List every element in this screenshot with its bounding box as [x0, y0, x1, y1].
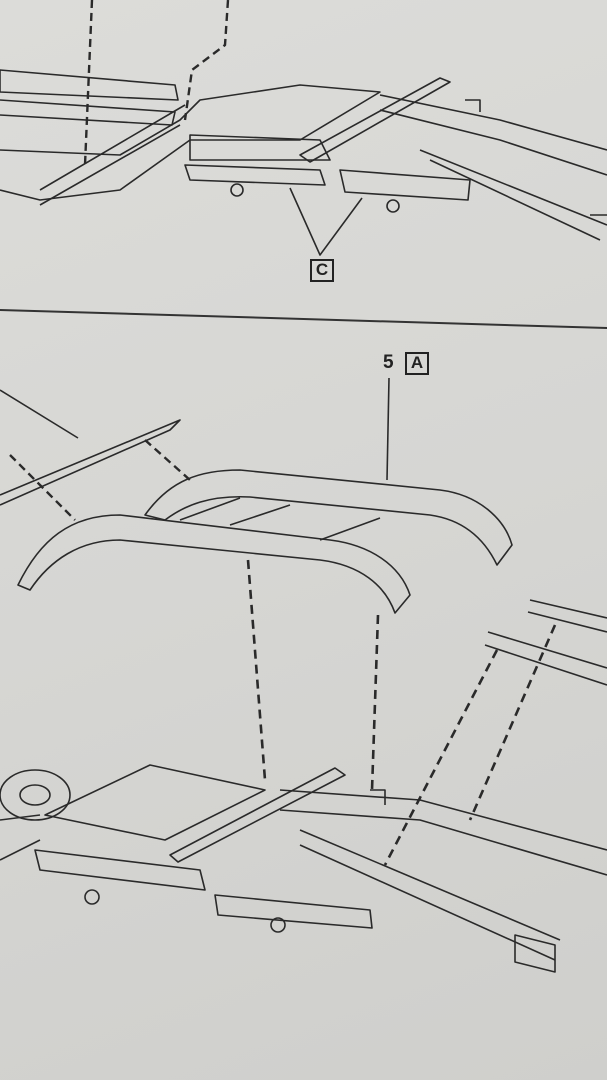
- fenders-drawing: [0, 377, 513, 614]
- section-divider: [0, 309, 607, 329]
- lower-chassis-drawing: [0, 559, 607, 973]
- part-c-label: C: [310, 259, 334, 282]
- upper-chassis-drawing: [0, 0, 607, 256]
- step-number: 5: [383, 352, 394, 373]
- part-a-label: A: [405, 352, 429, 375]
